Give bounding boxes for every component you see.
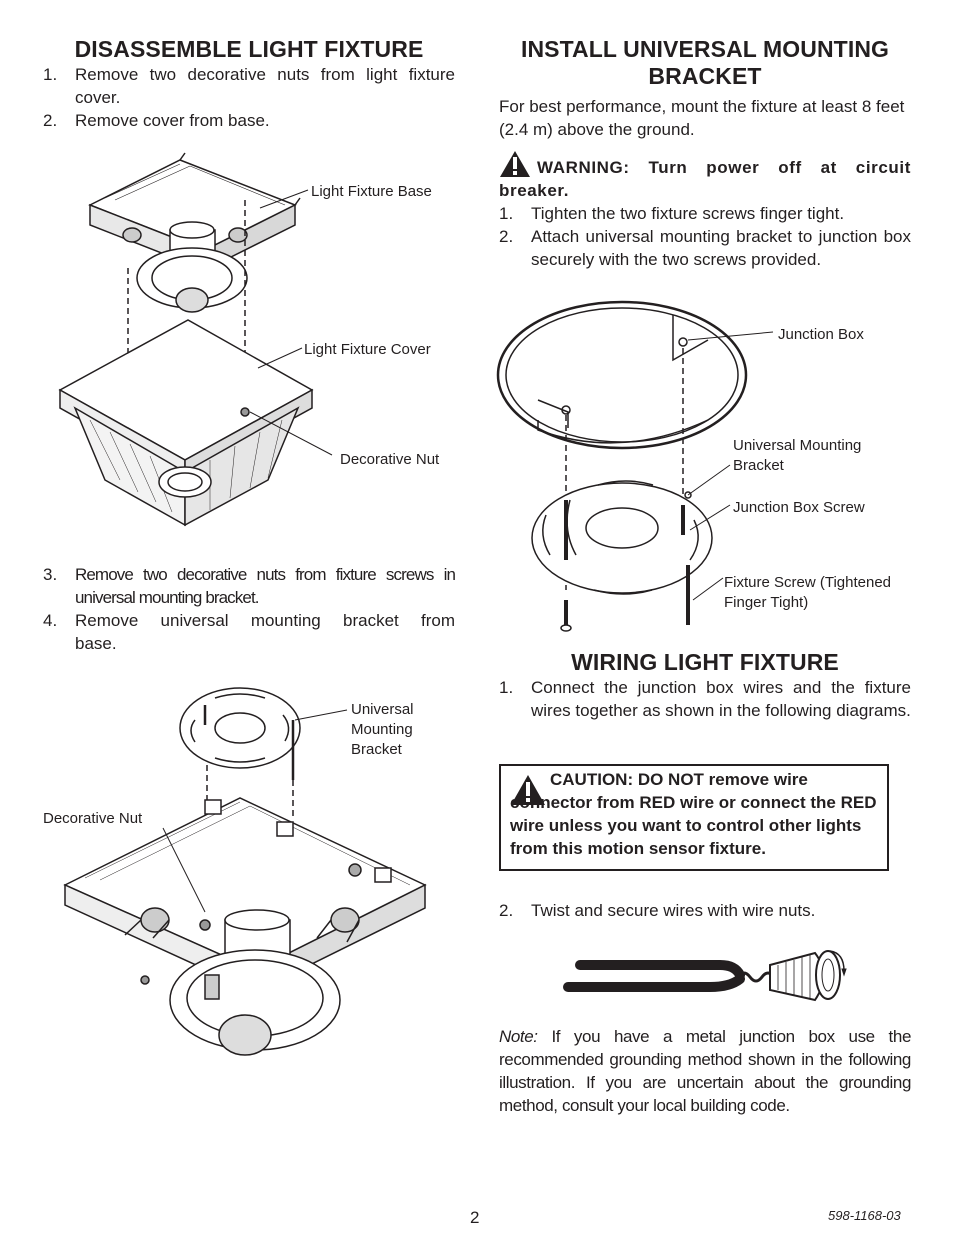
step-text: Tighten the two fixture screws finger ti… <box>531 204 845 223</box>
junction-box-label: Junction Box <box>778 326 864 343</box>
step-number: 2. <box>499 227 514 246</box>
note-text: If you have a metal junction box use the… <box>499 1027 911 1115</box>
list-item: 2. Remove cover from base. <box>43 109 455 132</box>
install-steps: 1. Tighten the two fixture screws finger … <box>499 202 911 271</box>
disassemble-steps-b: 3. Remove two decorative nuts from fixtur… <box>43 563 456 655</box>
bracket-removal-illustration <box>63 687 427 1056</box>
step-text: Twist and secure wires with wire nuts. <box>531 901 816 920</box>
left-column: DISASSEMBLE LIGHT FIXTURE 1. Remove two d… <box>43 36 455 132</box>
wiring-steps-b: 2. Twist and secure wires with wire nuts. <box>499 899 911 922</box>
install-title-line2: BRACKET <box>648 63 762 89</box>
step-number: 1. <box>499 204 514 223</box>
page-number: 2 <box>470 1208 480 1227</box>
fixture-screw-label-line2: Finger Tight) <box>724 594 809 611</box>
step-number: 4. <box>43 611 58 630</box>
list-item: 4. Remove universal mounting bracket from… <box>43 609 455 655</box>
disassemble-steps-b-block: 3. Remove two decorative nuts from fixtur… <box>43 563 456 655</box>
junction-box-screw-label: Junction Box Screw <box>733 499 865 516</box>
step-number: 1. <box>499 678 514 697</box>
warning-icon <box>500 151 530 177</box>
step-text: Attach universal mounting bracket to jun… <box>531 227 911 269</box>
right-column: INSTALL UNIVERSAL MOUNTING BRACKET For b… <box>499 36 911 271</box>
wiring-title: WIRING LIGHT FIXTURE <box>571 649 839 675</box>
ump-bracket-label-line2: Bracket <box>733 457 784 474</box>
step-number: 3. <box>43 565 58 584</box>
warning-block: WARNING: Turn power off at circuit break… <box>499 150 911 202</box>
wiring-steps-a: 1. Connect the junction box wires and the… <box>499 676 911 722</box>
junction-box-illustration <box>496 300 774 632</box>
fixture-disassembly-illustration <box>58 152 333 527</box>
bracket-label-line3: Bracket <box>351 741 402 758</box>
warning-text: WARNING: Turn power off at circuit break… <box>499 158 911 200</box>
disassemble-steps-a: 1. Remove two decorative nuts from light … <box>43 63 455 132</box>
list-item: 1. Connect the junction box wires and the… <box>499 676 911 722</box>
step-number: 2. <box>43 111 58 130</box>
disassemble-title: DISASSEMBLE LIGHT FIXTURE <box>74 36 424 62</box>
list-item: 2. Attach universal mounting bracket to j… <box>499 225 911 271</box>
caution-icon <box>511 775 545 805</box>
step-number: 2. <box>499 901 514 920</box>
step-text: Remove two decorative nuts from light fi… <box>75 65 455 107</box>
decorative-nut-label-2: Decorative Nut <box>43 810 143 827</box>
step-text: Remove cover from base. <box>75 111 270 130</box>
document-code: 598-1168-03 <box>828 1208 901 1223</box>
wire-nut-illustration <box>563 950 847 1002</box>
list-item: 1. Tighten the two fixture screws finger … <box>499 202 911 225</box>
wiring-section: WIRING LIGHT FIXTURE 1. Connect the junct… <box>499 649 911 722</box>
step-text: Remove two decorative nuts from fixture … <box>75 565 456 607</box>
install-intro: For best performance, mount the fixture … <box>499 97 905 139</box>
bracket-label-line2: Mounting <box>351 721 413 738</box>
caution-text: CAUTION: DO NOT remove wire connector fr… <box>510 770 877 858</box>
note-label: Note: <box>499 1027 538 1046</box>
list-item: 2. Twist and secure wires with wire nuts. <box>499 899 911 922</box>
light-fixture-base-label: Light Fixture Base <box>311 183 432 200</box>
list-item: 1. Remove two decorative nuts from light … <box>43 63 455 109</box>
bracket-label-line1: Universal <box>351 701 414 718</box>
ump-bracket-label-line1: Universal Mounting <box>733 437 862 454</box>
list-item: 3. Remove two decorative nuts from fixtur… <box>43 563 456 609</box>
light-fixture-cover-label: Light Fixture Cover <box>304 341 431 358</box>
note-paragraph: Note: If you have a metal junction box u… <box>499 1025 911 1117</box>
wiring-steps-b-block: 2. Twist and secure wires with wire nuts. <box>499 899 911 922</box>
caution-box: CAUTION: DO NOT remove wire connector fr… <box>499 764 889 871</box>
note-block: Note: If you have a metal junction box u… <box>499 1025 911 1117</box>
step-text: Connect the junction box wires and the f… <box>531 678 911 720</box>
decorative-nut-label: Decorative Nut <box>340 451 440 468</box>
step-number: 1. <box>43 65 58 84</box>
fixture-screw-label-line1: Fixture Screw (Tightened <box>724 574 892 591</box>
step-text: Remove universal mounting bracket from b… <box>75 611 455 653</box>
install-title-line1: INSTALL UNIVERSAL MOUNTING <box>520 36 890 62</box>
